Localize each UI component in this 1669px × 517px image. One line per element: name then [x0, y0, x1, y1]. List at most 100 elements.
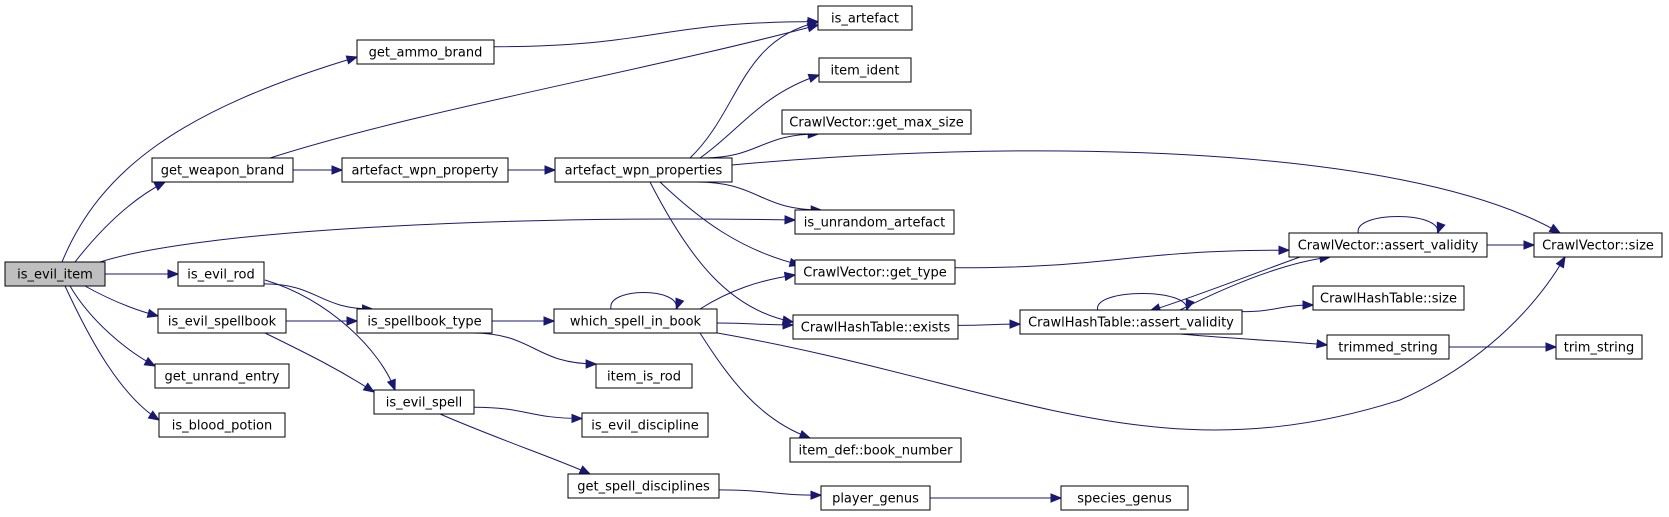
call-edge-which_spell_in_book-to-cv_get_type — [699, 271, 797, 310]
node-player-genus[interactable]: player_genus — [820, 485, 931, 511]
call-edge-trimmed_string-to-trim_string — [1448, 342, 1558, 352]
node-label: trimmed_string — [1338, 341, 1437, 356]
node-cv-get-type[interactable]: CrawlVector::get_type — [794, 259, 956, 285]
node-label: is_blood_potion — [172, 419, 273, 434]
node-box — [567, 473, 720, 499]
node-is-blood-potion[interactable]: is_blood_potion — [158, 412, 286, 438]
node-artefact-wpn-properties[interactable]: artefact_wpn_properties — [554, 157, 733, 183]
call-edge-cht_exists-to-cht_assert_validity — [957, 319, 1022, 329]
node-trim-string[interactable]: trim_string — [1555, 334, 1643, 360]
node-cv-assert-validity[interactable]: CrawlVector::assert_validity — [1288, 232, 1488, 258]
node-item-ident[interactable]: item_ident — [818, 57, 912, 83]
node-label: is_evil_item — [17, 268, 93, 283]
call-edge-artefact_wpn_properties-to-cv_get_type — [659, 181, 802, 268]
call-edge-is_evil_item-to-get_unrand_entry — [69, 285, 157, 367]
node-is-spellbook-type[interactable]: is_spellbook_type — [356, 308, 493, 334]
node-label: CrawlVector::assert_validity — [1298, 239, 1479, 254]
node-box — [553, 308, 718, 334]
node-box — [1288, 232, 1488, 258]
node-box — [1555, 334, 1643, 360]
call-edge-cv_get_type-to-cv_assert_validity — [954, 245, 1291, 269]
node-box — [794, 259, 956, 285]
call-edge-is_evil_spell-to-get_spell_disciplines — [439, 413, 592, 475]
node-label: artefact_wpn_property — [352, 164, 499, 179]
node-box — [154, 363, 290, 389]
node-species-genus[interactable]: species_genus — [1060, 485, 1189, 511]
call-edge-cht_assert_validity-to-cht_assert_validity — [1097, 293, 1195, 312]
call-edge-artefact_wpn_property-to-artefact_wpn_properties — [508, 165, 557, 175]
node-box — [792, 314, 959, 340]
node-label: is_evil_spellbook — [168, 315, 277, 330]
call-edge-artefact_wpn_properties-to-is_artefact — [689, 19, 820, 159]
node-cv-size[interactable]: CrawlVector::size — [1533, 232, 1663, 258]
node-box — [356, 308, 493, 334]
node-cv-get-max-size[interactable]: CrawlVector::get_max_size — [781, 109, 972, 135]
node-label: get_ammo_brand — [369, 46, 483, 61]
node-label: CrawlHashTable::size — [1320, 292, 1457, 307]
node-box — [157, 308, 287, 334]
node-box — [789, 437, 962, 463]
node-box — [1060, 485, 1189, 511]
call-edge-which_spell_in_book-to-item_def_book_number — [699, 332, 812, 439]
call-edge-is_evil_spell-to-is_evil_discipline — [473, 406, 584, 424]
node-box — [818, 57, 912, 83]
node-is-evil-spellbook[interactable]: is_evil_spellbook — [157, 308, 287, 334]
node-label: artefact_wpn_properties — [565, 164, 723, 179]
node-is-evil-rod[interactable]: is_evil_rod — [177, 261, 265, 287]
node-get-ammo-brand[interactable]: get_ammo_brand — [356, 39, 495, 65]
node-is-evil-item[interactable]: is_evil_item — [4, 261, 106, 287]
node-box — [817, 5, 913, 31]
node-label: CrawlHashTable::exists — [801, 321, 951, 336]
node-cht-assert-validity[interactable]: CrawlHashTable::assert_validity — [1019, 309, 1243, 335]
node-is-artefact[interactable]: is_artefact — [817, 5, 913, 31]
call-edge-which_spell_in_book-to-cv_size — [699, 255, 1566, 431]
node-get-unrand-entry[interactable]: get_unrand_entry — [154, 363, 290, 389]
call-edge-get_ammo_brand-to-is_artefact — [493, 16, 820, 48]
node-item-is-rod[interactable]: item_is_rod — [595, 363, 693, 389]
node-label: CrawlVector::get_max_size — [789, 116, 963, 131]
node-label: which_spell_in_book — [570, 315, 702, 330]
call-edge-artefact_wpn_properties-to-cht_exists — [649, 181, 795, 325]
call-edge-is_evil_item-to-get_ammo_brand — [61, 55, 359, 263]
call-edge-cht_assert_validity-to-cv_assert_validity — [1179, 253, 1332, 311]
node-box — [581, 412, 709, 438]
node-label: trim_string — [1564, 341, 1635, 356]
call-edge-cv_assert_validity-to-cht_assert_validity — [1148, 256, 1301, 313]
node-trimmed-string[interactable]: trimmed_string — [1326, 334, 1450, 360]
call-edge-is_evil_item-to-get_weapon_brand — [74, 181, 167, 263]
node-is-evil-discipline[interactable]: is_evil_discipline — [581, 412, 709, 438]
node-which-spell-in-book[interactable]: which_spell_in_book — [553, 308, 718, 334]
node-label: CrawlHashTable::assert_validity — [1028, 316, 1234, 331]
node-box — [158, 412, 286, 438]
node-box — [1533, 232, 1663, 258]
node-box — [794, 209, 955, 235]
node-label: species_genus — [1077, 492, 1172, 507]
call-edge-artefact_wpn_properties-to-is_unrandom_artefact — [696, 181, 823, 215]
call-edge-cv_assert_validity-to-cv_size — [1487, 240, 1536, 250]
node-label: CrawlVector::size — [1542, 239, 1654, 254]
call-edge-is_evil_item-to-is_evil_spellbook — [84, 285, 160, 318]
call-edge-cv_assert_validity-to-cv_assert_validity — [1357, 216, 1446, 235]
call-edge-cht_assert_validity-to-trimmed_string — [1179, 333, 1329, 349]
node-label: CrawlVector::get_type — [803, 266, 946, 281]
function-nodes: is_evil_item get_ammo_brand get_weapon_bra… — [4, 5, 1663, 511]
call-edge-artefact_wpn_properties-to-item_ident — [699, 73, 821, 159]
node-artefact-wpn-property[interactable]: artefact_wpn_property — [341, 157, 509, 183]
node-box — [554, 157, 733, 183]
node-item-def-book-number[interactable]: item_def::book_number — [789, 437, 962, 463]
node-box — [1326, 334, 1450, 360]
node-box — [1312, 285, 1465, 311]
node-is-unrandom-artefact[interactable]: is_unrandom_artefact — [794, 209, 955, 235]
node-label: item_ident — [830, 64, 899, 79]
node-box — [341, 157, 509, 183]
node-is-evil-spell[interactable]: is_evil_spell — [373, 389, 475, 415]
call-edge-artefact_wpn_properties-to-cv_size — [731, 150, 1562, 234]
call-edge-which_spell_in_book-to-cht_exists — [716, 320, 795, 330]
node-cht-exists[interactable]: CrawlHashTable::exists — [792, 314, 959, 340]
node-cht-size[interactable]: CrawlHashTable::size — [1312, 285, 1465, 311]
node-get-weapon-brand[interactable]: get_weapon_brand — [151, 157, 294, 183]
node-get-spell-disciplines[interactable]: get_spell_disciplines — [567, 473, 720, 499]
node-label: item_is_rod — [607, 370, 681, 385]
node-box — [177, 261, 265, 287]
